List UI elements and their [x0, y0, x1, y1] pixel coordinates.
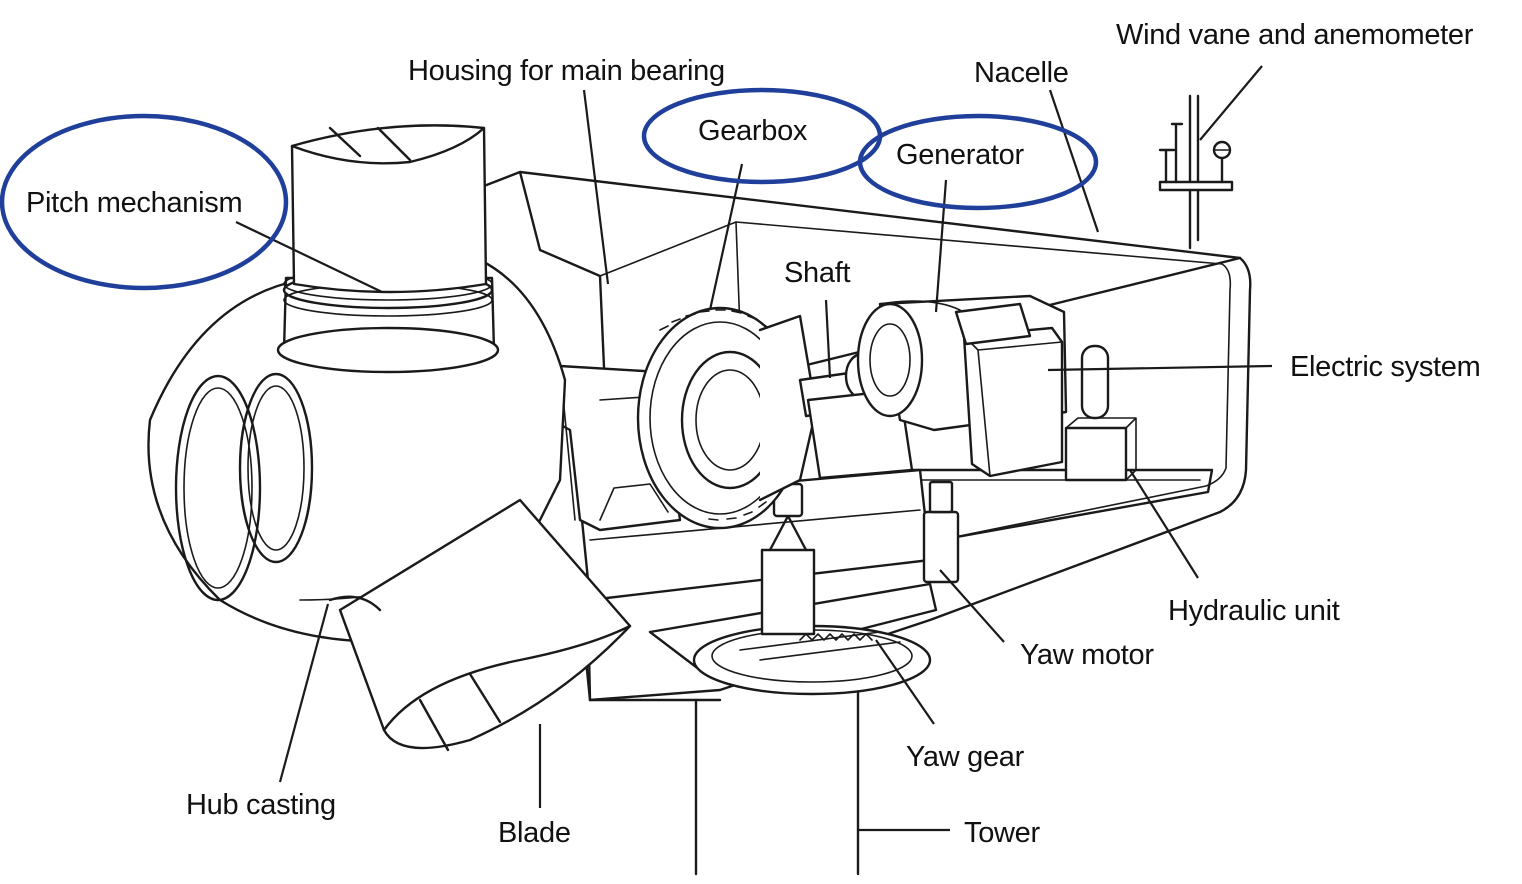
electric-cabinet [954, 302, 1064, 478]
label-electric-system: Electric system [1290, 351, 1480, 383]
label-wind-vane: Wind vane and anemometer [1116, 19, 1474, 51]
wind-vane-mast [1158, 94, 1234, 250]
yaw-system [648, 480, 960, 696]
label-hub-casting: Hub casting [186, 789, 336, 821]
label-blade: Blade [498, 817, 571, 849]
label-housing: Housing for main bearing [408, 55, 725, 87]
label-nacelle: Nacelle [974, 57, 1069, 89]
label-shaft: Shaft [784, 257, 850, 289]
highlight-ellipse-generator [857, 113, 1099, 211]
label-pitch-mechanism: Pitch mechanism [26, 187, 242, 219]
upper-blade [290, 124, 488, 294]
label-generator: Generator [896, 139, 1025, 171]
gearbox [636, 306, 818, 530]
leader-lines [235, 65, 1273, 832]
label-gearbox: Gearbox [698, 115, 808, 147]
highlights [0, 87, 1099, 291]
labels: Wind vane and anemometer Housing for mai… [26, 19, 1481, 849]
label-hydraulic-unit: Hydraulic unit [1168, 595, 1340, 627]
label-yaw-gear: Yaw gear [906, 741, 1025, 773]
label-tower: Tower [964, 817, 1040, 849]
label-yaw-motor: Yaw motor [1020, 639, 1154, 671]
lower-blade [328, 498, 632, 752]
highlight-ellipse-pitch-mechanism [0, 113, 289, 291]
hydraulic-unit [1064, 344, 1137, 482]
tower-lines [694, 690, 860, 876]
